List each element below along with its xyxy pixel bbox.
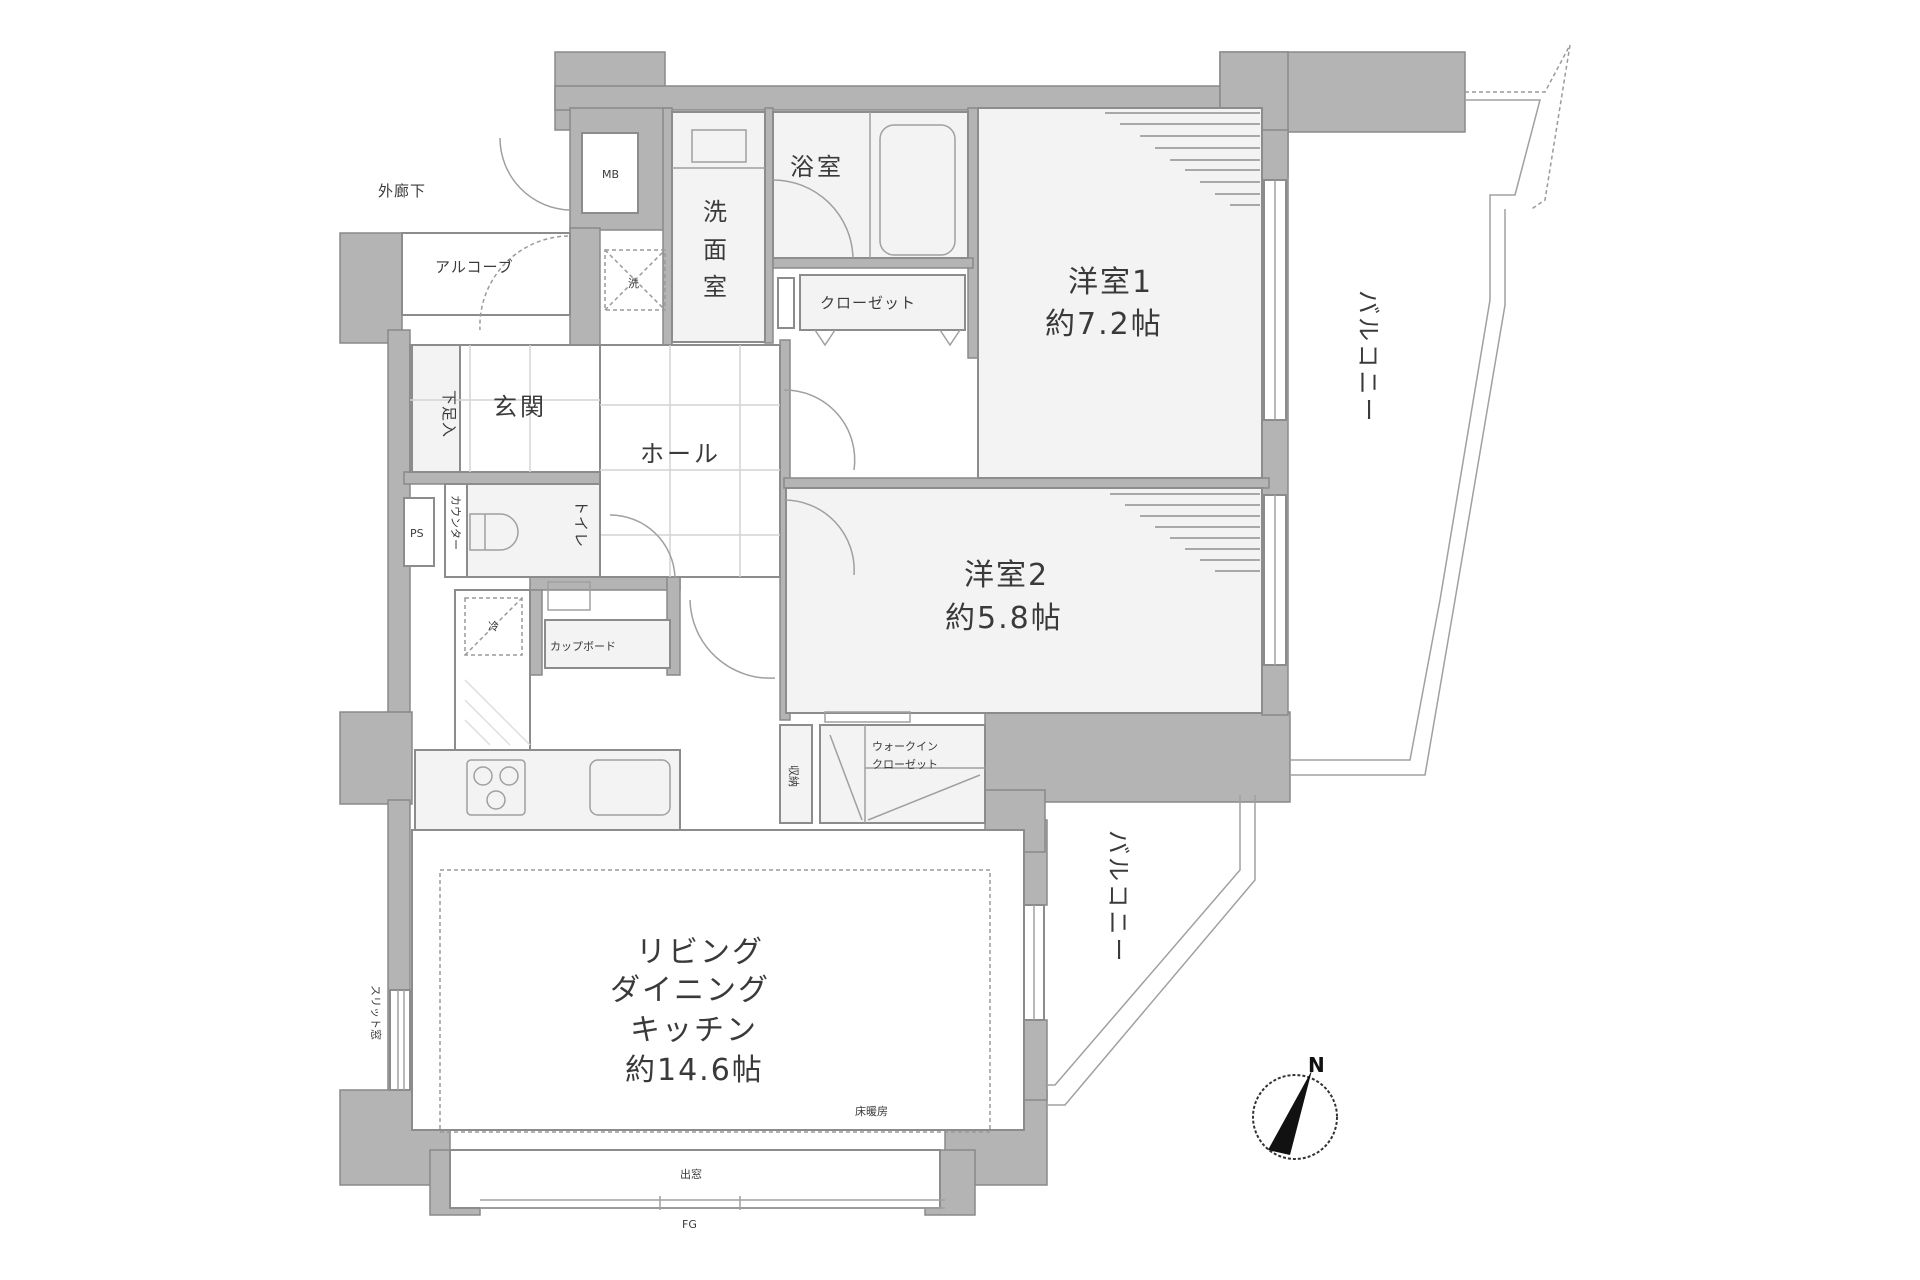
bedroom2-size: 約5.8帖 bbox=[945, 601, 1063, 636]
balcony-upper-rail bbox=[1465, 44, 1571, 93]
window-hatch-2 bbox=[1110, 493, 1260, 572]
compass-north-label: N bbox=[1308, 1053, 1326, 1077]
north-compass-icon: N bbox=[1252, 1053, 1338, 1160]
toilet-label: トイレ bbox=[572, 500, 590, 548]
skirting-label: 床暖房 bbox=[855, 1104, 888, 1118]
bathroom-label: 浴室 bbox=[790, 153, 844, 181]
washer-label: 洗 bbox=[628, 277, 639, 290]
balcony-lower-label: バルコニー bbox=[1104, 830, 1132, 965]
washroom-label-1: 洗 bbox=[703, 198, 730, 226]
ldk-label-1: リビング bbox=[636, 935, 764, 970]
storage-label: 収納 bbox=[787, 765, 800, 787]
meter-box-label: MB bbox=[602, 168, 619, 181]
rooms bbox=[389, 44, 1571, 1210]
washroom-label-3: 室 bbox=[703, 273, 730, 301]
bedroom1-size: 約7.2帖 bbox=[1045, 307, 1163, 342]
bedroom1-name: 洋室1 bbox=[1068, 265, 1153, 300]
hall-label: ホール bbox=[640, 440, 721, 468]
pipe-space-label: PS bbox=[410, 527, 424, 540]
hall-tile-grid bbox=[410, 345, 780, 577]
floor-hatch bbox=[464, 679, 531, 746]
walkin-closet-label-2: クローゼット bbox=[872, 758, 938, 771]
alcove-label: アルコーブ bbox=[435, 258, 514, 276]
balcony-upper-label: バルコニー bbox=[1354, 290, 1382, 425]
walkin-closet-label-1: ウォークイン bbox=[872, 740, 938, 753]
counter-label: カウンター bbox=[449, 495, 462, 550]
fg-label: FG bbox=[682, 1218, 697, 1231]
ldk-size: 約14.6帖 bbox=[625, 1053, 764, 1088]
bedroom2-name: 洋室2 bbox=[964, 558, 1049, 593]
shoe-box-label: 下足入 bbox=[440, 390, 458, 438]
ldk-label-3: キッチン bbox=[630, 1013, 758, 1048]
window-hatch-1 bbox=[1105, 112, 1260, 206]
washroom-label-2: 面 bbox=[703, 236, 730, 264]
closet-label: クローゼット bbox=[820, 294, 916, 312]
refrigerator-label: 冷 bbox=[488, 620, 499, 633]
bay-window-label: 出窓 bbox=[680, 1167, 702, 1181]
outer-corridor-label: 外廊下 bbox=[378, 182, 426, 200]
entrance-label: 玄関 bbox=[493, 393, 547, 421]
labels: 外廊下 MB アルコーブ 洗 面 室 洗 浴室 クローゼット 洋室1 約7.2帖… bbox=[369, 153, 1382, 1231]
ldk-label-2: ダイニング bbox=[610, 973, 770, 1008]
slit-window-label: スリット窓 bbox=[369, 985, 383, 1040]
cupboard-label: カップボード bbox=[550, 640, 616, 653]
